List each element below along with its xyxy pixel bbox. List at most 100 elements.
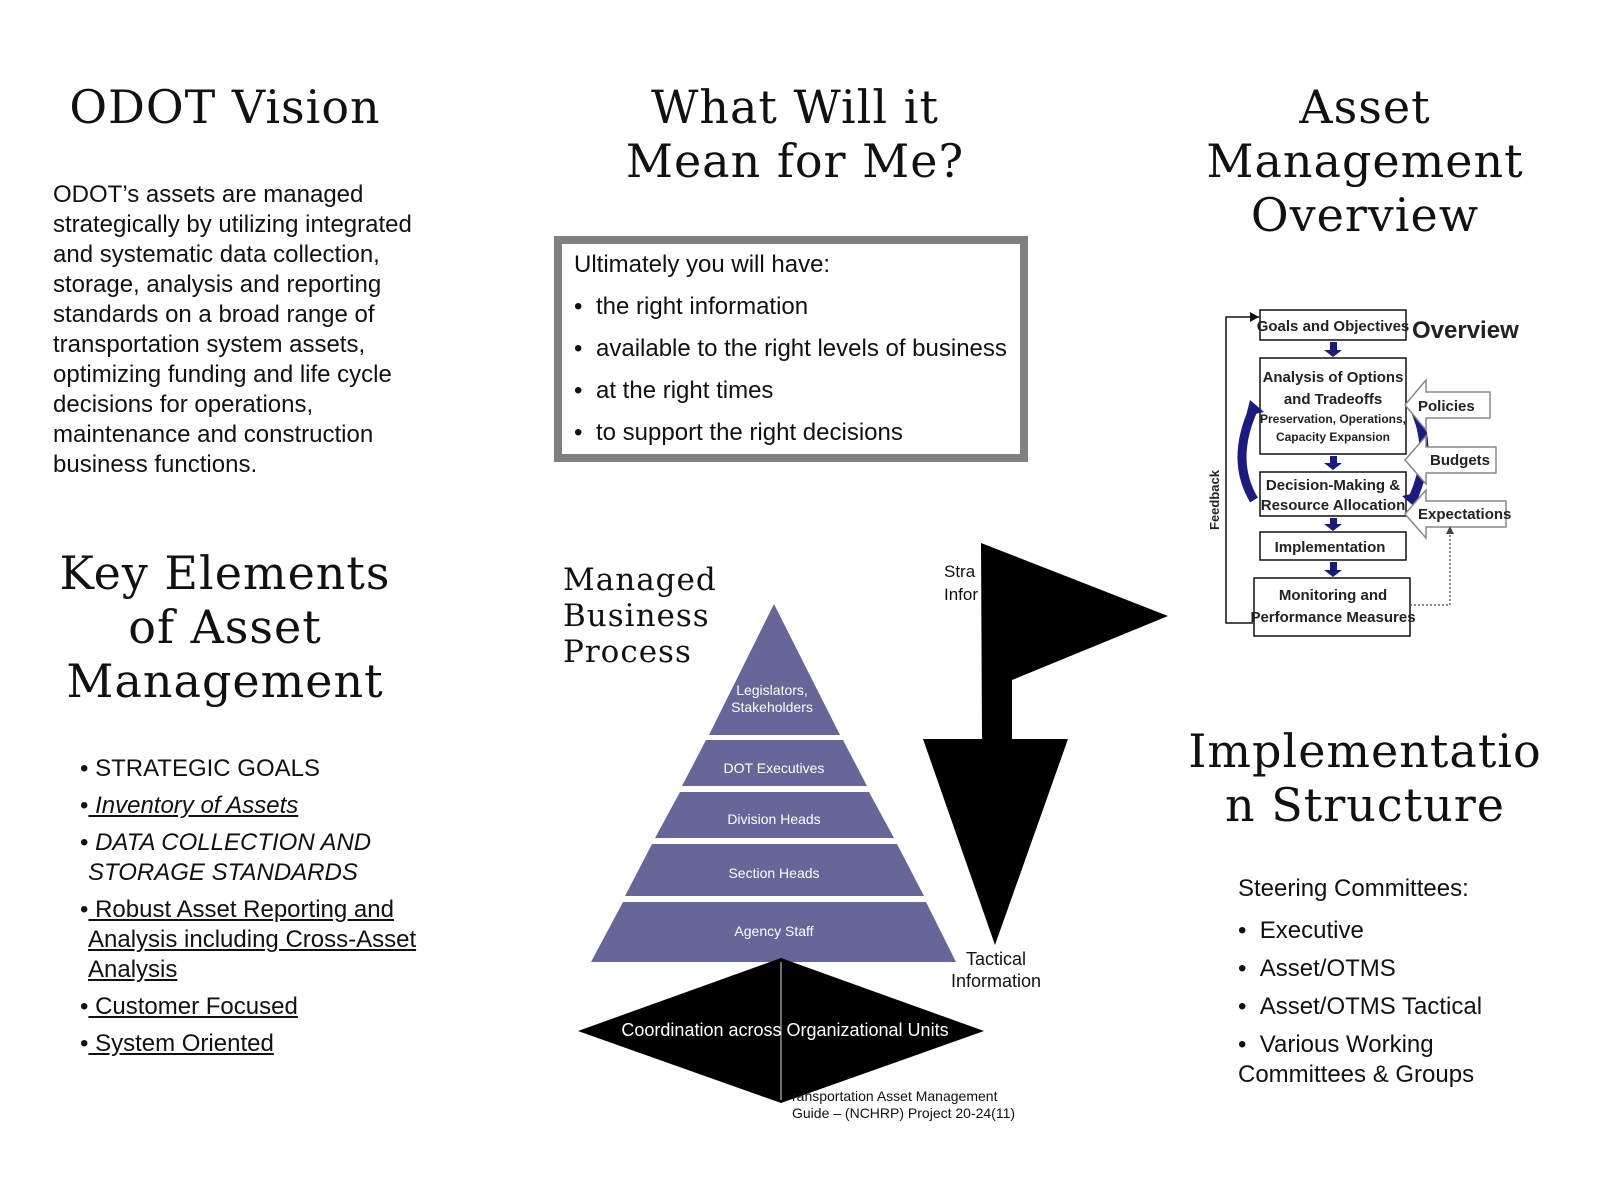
down-arrow-icon [1324, 342, 1342, 357]
list-item: • STRATEGIC GOALS [80, 755, 321, 782]
vision-line: decisions for operations, [53, 391, 314, 418]
expectations-label: Expectations [1418, 506, 1511, 523]
pyramid-label-line3: Process [563, 634, 692, 670]
source-citation: ransportation Asset Management Guide – (… [792, 1088, 1015, 1122]
implementation-list: Steering Committees: • Executive • Asset… [1238, 874, 1558, 1090]
key-title-line1: Key Elements [59, 546, 391, 600]
impl-item-3-line1: Various Working [1259, 1031, 1434, 1058]
pyramid-tier-4 [625, 844, 924, 896]
list-item: the right information [574, 292, 1008, 322]
implementation-title: Implementatio n Structure [1180, 724, 1550, 832]
key-item-0: STRATEGIC GOALS [95, 755, 321, 782]
tier-label-dot-executives: DOT Executives [723, 760, 825, 776]
overview-diagram: Feedback Goals and Objectives Analysis o… [1207, 309, 1519, 637]
mean-title: What Will it Mean for Me? [590, 80, 1000, 188]
key-item-3-line3: Analysis [88, 956, 178, 983]
tier-label-section-heads: Section Heads [728, 865, 820, 881]
vision-line: transportation system assets, [53, 331, 366, 358]
impl-item-1: Asset/OTMS [1259, 955, 1396, 982]
vision-line: and systematic data collection, [53, 241, 380, 268]
list-item: • Inventory of Assets [80, 792, 299, 819]
cycle-arrowhead-icon [1246, 400, 1264, 416]
coordination-label: Coordination across Organizational Units [621, 1020, 949, 1040]
pyramid-tier-5 [591, 902, 956, 962]
feedback-line [1225, 316, 1259, 624]
expectations-arrow [1404, 488, 1507, 540]
vision-line: strategically by utilizing integrated [53, 211, 412, 238]
analysis-label-4: Capacity Expansion [1276, 430, 1390, 444]
source-line1: ransportation Asset Management [792, 1088, 998, 1104]
goals-label: Goals and Objectives [1257, 318, 1410, 335]
tactical-info-line1: Tactical [965, 949, 1027, 969]
list-item: • Robust Asset Reporting and Analysis in… [80, 895, 520, 985]
overview-title: Asset Management Overview [1190, 80, 1540, 242]
vision-paragraph: ODOT’s assets are managed strategically … [53, 180, 493, 480]
key-item-3-line2: Analysis including Cross-Asset [88, 926, 417, 953]
monitoring-label-1: Monitoring and [1279, 587, 1387, 604]
list-item: to support the right decisions [574, 418, 1008, 448]
pyramid-label-line1: Managed [563, 562, 717, 598]
tier-label-line2: Stakeholders [731, 699, 813, 715]
pyramid-label-line2: Business [563, 598, 710, 634]
overview-title-line1: Asset [1299, 80, 1431, 134]
vision-title: ODOT Vision [69, 80, 381, 134]
key-item-2-line1: DATA COLLECTION AND [95, 829, 372, 856]
tier-label-legislators: Legislators, Stakeholders [702, 682, 842, 716]
key-title: Key Elements of Asset Management [40, 546, 410, 708]
dotted-link [1410, 532, 1451, 606]
vision-line: ODOT’s assets are managed [53, 181, 364, 208]
overview-diagram-heading: Overview [1412, 317, 1519, 344]
key-item-5: System Oriented [88, 1030, 274, 1057]
list-item: available to the right levels of busines… [574, 334, 1008, 364]
list-item: • Asset/OTMS Tactical [1238, 993, 1483, 1020]
key-item-2-line2: STORAGE STANDARDS [88, 859, 358, 886]
policies-arrow [1404, 377, 1491, 433]
impl-item-0: Executive [1259, 917, 1364, 944]
decision-label-1: Decision-Making & [1266, 477, 1400, 494]
analysis-box [1259, 357, 1407, 455]
key-title-line3: Management [66, 654, 384, 708]
pyramid-tier-2 [682, 740, 867, 786]
overview-title-line3: Overview [1250, 188, 1480, 242]
goals-box [1259, 309, 1407, 341]
list-item: • Asset/OTMS [1238, 955, 1396, 982]
mean-title-line2: Mean for Me? [625, 134, 965, 188]
vision-line: maintenance and construction [53, 421, 374, 448]
analysis-label-1: Analysis of Options [1263, 369, 1404, 386]
vision-line: storage, analysis and reporting [53, 271, 382, 298]
monitoring-box [1253, 577, 1411, 637]
implementation-title-line1: Implementatio [1188, 724, 1542, 778]
tier-label-agency-staff: Agency Staff [734, 923, 814, 939]
implementation-box [1259, 531, 1407, 561]
list-item: • Executive [1238, 917, 1364, 944]
source-line2: Guide – (NCHRP) Project 20-24(11) [792, 1105, 1016, 1121]
mean-title-line1: What Will it [651, 80, 939, 134]
key-item-4: Customer Focused [88, 993, 298, 1020]
decision-box [1259, 471, 1407, 517]
list-item: • System Oriented [80, 1030, 274, 1057]
dotted-arrowhead [1446, 526, 1454, 534]
vision-line: business functions. [53, 451, 258, 478]
list-item: • DATA COLLECTION AND STORAGE STANDARDS [80, 828, 520, 888]
down-arrow-icon [1324, 562, 1342, 577]
decision-label-2: Resource Allocation [1261, 497, 1405, 514]
down-arrow-icon [1324, 518, 1342, 531]
key-item-3-line1: Robust Asset Reporting and [88, 896, 394, 923]
key-list: • STRATEGIC GOALS • Inventory of Assets … [80, 754, 520, 1059]
analysis-label-2: and Tradeoffs [1284, 391, 1382, 408]
feedback-label: Feedback [1207, 469, 1222, 530]
pyramid-label: Managed Business Process [563, 562, 763, 670]
tier-label-line1: Legislators, [736, 682, 808, 698]
vision-line: standards on a broad range of [53, 301, 375, 328]
list-item: • Various Working Committees & Groups [1238, 1030, 1558, 1090]
implementation-title-line2: n Structure [1225, 778, 1505, 832]
pyramid-tier-3 [655, 792, 894, 838]
mean-list: the right information available to the r… [574, 292, 1008, 448]
information-arrow-icon [923, 543, 1168, 945]
feedback-arrowhead [1250, 312, 1259, 322]
pyramid-tier-1 [709, 604, 840, 735]
key-title-line2: of Asset [128, 600, 322, 654]
vision-line: optimizing funding and life cycle [53, 361, 392, 388]
key-item-1: Inventory of Assets [88, 792, 299, 819]
overview-title-line2: Management [1206, 134, 1524, 188]
